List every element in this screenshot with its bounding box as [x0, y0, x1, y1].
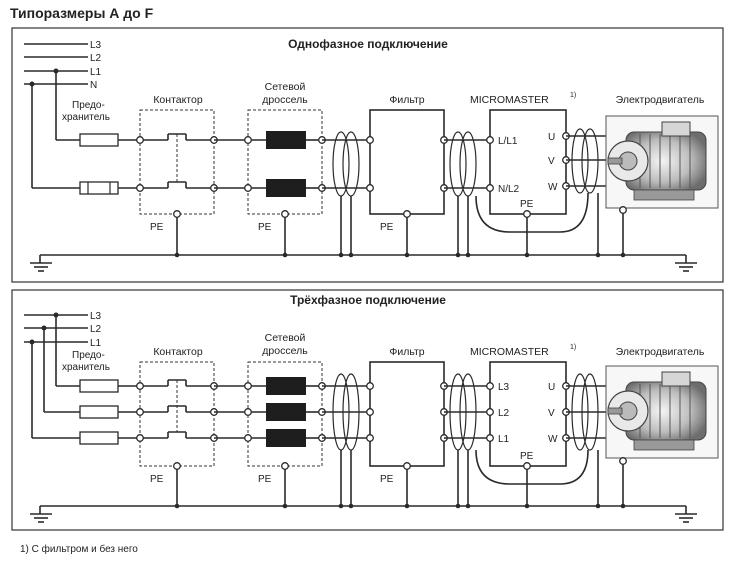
drive-footnote-mark: 1)	[570, 344, 576, 351]
footnote: 1) С фильтром и без него	[20, 543, 138, 555]
drive-out-w: W	[548, 434, 558, 445]
ground-symbol-right	[675, 255, 697, 272]
filter-pe: PE	[380, 474, 394, 485]
section-frame	[11, 289, 724, 531]
fuse-3	[79, 431, 119, 445]
section-title: Однофазное подключение	[288, 37, 448, 51]
drive-in-l2: N/L2	[498, 184, 520, 195]
choke-label: Сетевой	[265, 81, 306, 93]
choke-coil-1	[266, 131, 306, 149]
drive-out-u: U	[548, 132, 555, 143]
fuse-label: Предо-	[72, 100, 105, 111]
line-label-l3: L3	[90, 40, 102, 51]
choke-pe: PE	[258, 222, 272, 233]
choke-coil-1	[266, 377, 306, 395]
filter-label: Фильтр	[389, 346, 424, 358]
fuse-label-2: хранитель	[62, 362, 110, 373]
motor-image	[605, 115, 719, 209]
line-label-n: N	[90, 80, 97, 91]
filter-label: Фильтр	[389, 94, 424, 106]
section-title: Трёхфазное подключение	[290, 293, 446, 307]
drive-footnote-mark: 1)	[570, 92, 576, 99]
motor-image	[605, 365, 719, 459]
drive-pe: PE	[520, 199, 534, 210]
drive-out-v: V	[548, 156, 555, 167]
motor-label: Электродвигатель	[616, 346, 705, 358]
fuse-1	[79, 379, 119, 393]
section-frame	[11, 27, 724, 283]
line-label-l1: L1	[90, 338, 102, 349]
drive-out-v: V	[548, 408, 555, 419]
drive-in-l3: L3	[498, 382, 510, 393]
drive-in-l2: L2	[498, 408, 510, 419]
choke-label-2: дроссель	[262, 345, 308, 357]
choke-coil-3	[266, 429, 306, 447]
fuse-2	[79, 181, 119, 195]
three-phase-section: Трёхфазное подключение L3 L2 L1 Предо- х…	[11, 289, 724, 555]
drive-out-u: U	[548, 382, 555, 393]
ground-symbol-right	[675, 506, 697, 523]
drive-out-w: W	[548, 182, 558, 193]
choke-label-2: дроссель	[262, 94, 308, 106]
fuse-label-2: хранитель	[62, 112, 110, 123]
filter-pe: PE	[380, 222, 394, 233]
contactor-pe: PE	[150, 474, 164, 485]
line-label-l2: L2	[90, 53, 102, 64]
drive-label: MICROMASTER	[470, 94, 549, 106]
choke-pe: PE	[258, 474, 272, 485]
page-title: Типоразмеры А до F	[10, 5, 154, 21]
contactor-label: Контактор	[153, 346, 203, 358]
contactor-box	[139, 361, 215, 467]
filter-box	[369, 361, 445, 467]
ground-symbol-left	[30, 255, 52, 272]
drive-pe: PE	[520, 451, 534, 462]
choke-coil-2	[266, 179, 306, 197]
fuse-1	[79, 133, 119, 147]
single-phase-section: Однофазное подключение L3 L2 L1 N Предо-…	[11, 27, 724, 283]
choke-coil-2	[266, 403, 306, 421]
line-label-l2: L2	[90, 324, 102, 335]
line-label-l3: L3	[90, 311, 102, 322]
line-label-l1: L1	[90, 67, 102, 78]
contactor-pe: PE	[150, 222, 164, 233]
drive-in-l1: L/L1	[498, 136, 518, 147]
motor-label: Электродвигатель	[616, 94, 705, 106]
filter-box	[369, 109, 445, 215]
choke-label: Сетевой	[265, 332, 306, 344]
contactor-label: Контактор	[153, 94, 203, 106]
choke-box	[247, 109, 323, 215]
ground-symbol-left	[30, 506, 52, 523]
fuse-label: Предо-	[72, 350, 105, 361]
drive-label: MICROMASTER	[470, 346, 549, 358]
fuse-2	[79, 405, 119, 419]
drive-in-l1: L1	[498, 434, 510, 445]
